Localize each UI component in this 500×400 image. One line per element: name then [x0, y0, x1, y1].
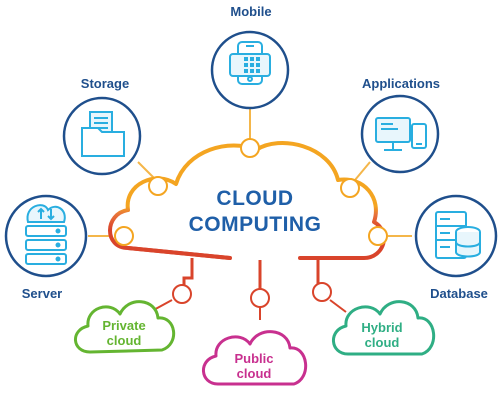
center-title-line1: CLOUD [216, 187, 294, 210]
database-label: Database [430, 286, 488, 301]
folder-icon [81, 111, 125, 157]
branch-private [182, 258, 194, 290]
branch-hybrid-tail [329, 299, 347, 313]
server-label: Server [21, 286, 63, 301]
junction-upper-left [148, 176, 168, 196]
junction-public [250, 288, 270, 308]
junction-left [114, 226, 134, 246]
server-icon [25, 204, 67, 265]
hybrid-cloud-line1: Hybrid [361, 320, 403, 335]
junction-private [172, 284, 192, 304]
public-cloud-line1: Public [234, 351, 274, 366]
private-cloud-line1: Private [102, 318, 146, 333]
private-cloud-label: Private cloud [102, 318, 145, 348]
junction-hybrid [312, 282, 332, 302]
applications-label: Applications [361, 76, 441, 91]
devices-icon [375, 117, 427, 151]
junction-top [240, 138, 260, 158]
public-cloud-label: Public cloud [234, 351, 273, 381]
hybrid-cloud-line2: cloud [364, 335, 400, 350]
public-cloud-line2: cloud [236, 366, 272, 381]
hybrid-cloud-shape [332, 300, 436, 356]
junction-right [368, 226, 388, 246]
storage-label: Storage [80, 76, 130, 91]
private-cloud-line2: cloud [106, 333, 142, 348]
central-cloud-base [127, 246, 231, 260]
junction-circles-bottom [172, 282, 332, 308]
hybrid-cloud-label: Hybrid cloud [361, 320, 402, 350]
mobile-label: Mobile [230, 4, 272, 19]
private-cloud-shape [74, 300, 176, 354]
junction-circles [114, 138, 388, 246]
junction-upper-right [340, 178, 360, 198]
center-title-line2: COMPUTING [188, 213, 322, 236]
mobile-icon [229, 41, 271, 85]
public-cloud-shape [202, 330, 308, 386]
database-icon [435, 211, 481, 259]
center-title: CLOUD COMPUTING [165, 186, 345, 238]
